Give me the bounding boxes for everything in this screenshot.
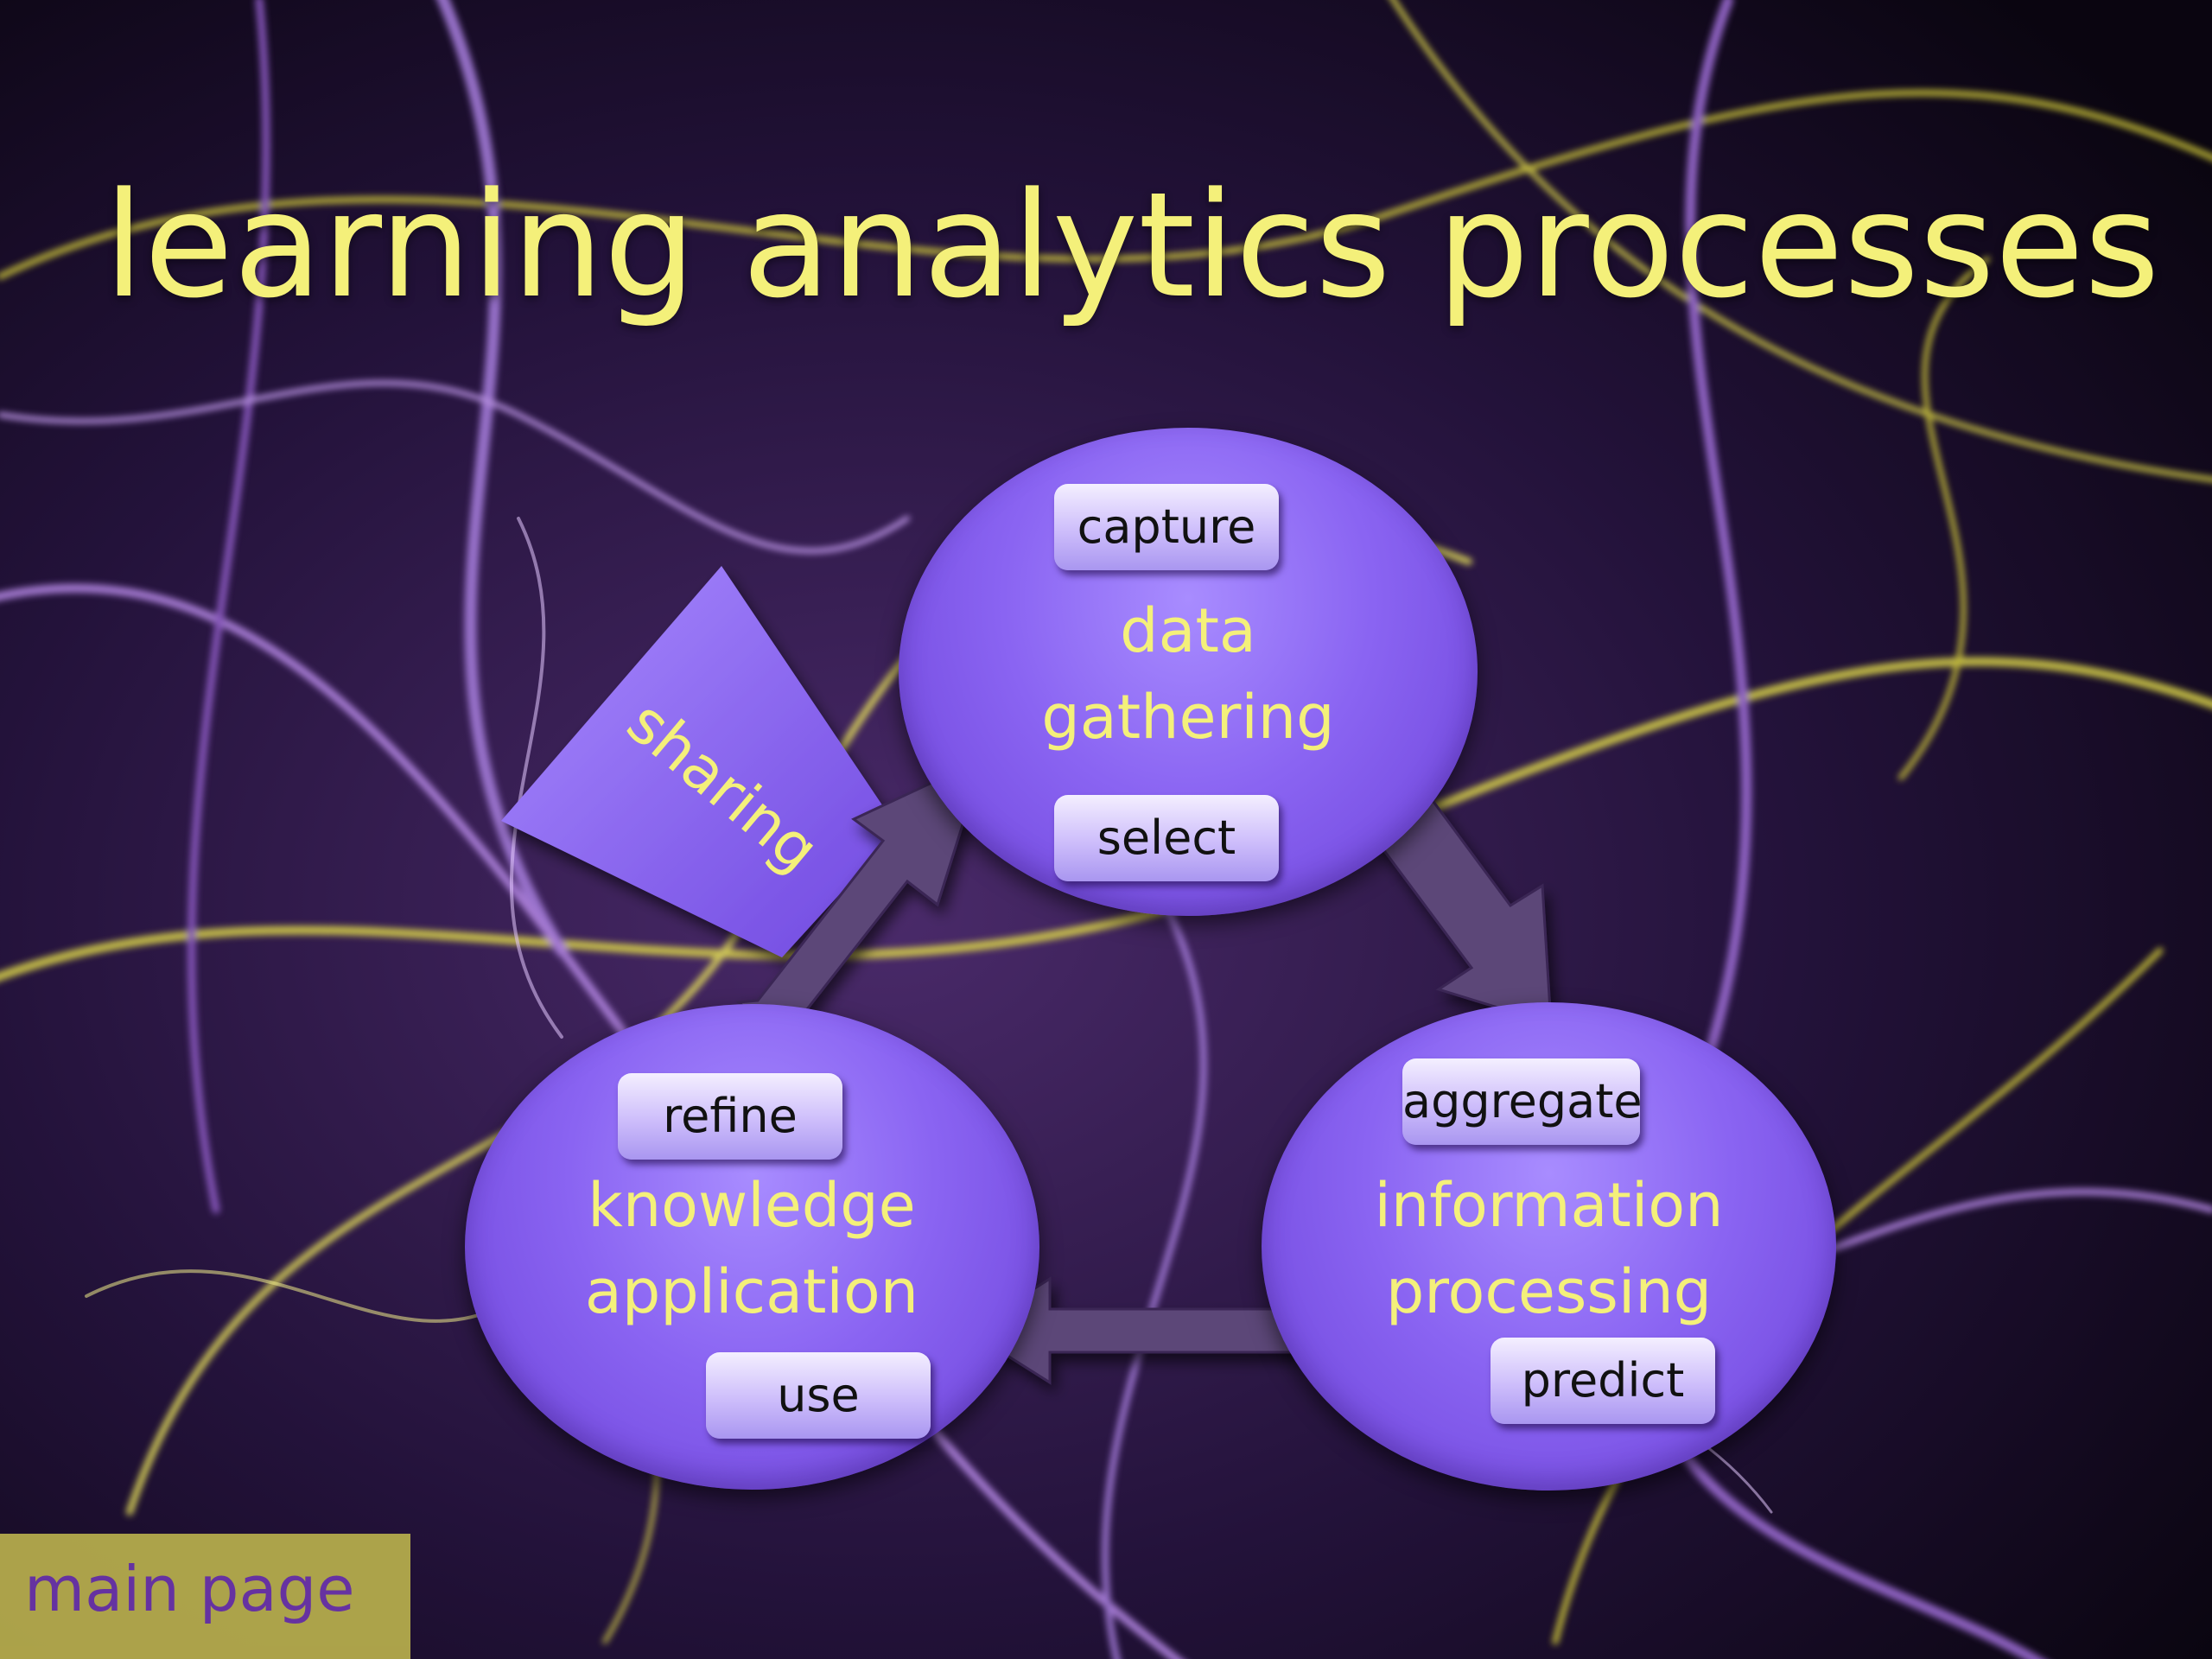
tag-capture: capture — [1054, 484, 1279, 570]
label-line: knowledge — [588, 1170, 916, 1241]
slide-title: learning analytics processes — [104, 161, 2160, 330]
node-knowledge-application-label: knowledge application — [536, 1162, 968, 1335]
tag-predict: predict — [1491, 1338, 1715, 1424]
label-line: information — [1374, 1170, 1724, 1241]
label-line: processing — [1385, 1256, 1713, 1327]
node-data-gathering-label: data gathering — [994, 588, 1382, 760]
tag-select: select — [1054, 795, 1279, 881]
main-page-button[interactable]: main page — [0, 1534, 410, 1659]
label-line: application — [584, 1256, 919, 1327]
label-line: data — [1120, 595, 1256, 666]
tag-refine: refine — [618, 1073, 842, 1160]
main-page-label: main page — [24, 1553, 355, 1625]
tag-use: use — [706, 1352, 931, 1439]
label-line: gathering — [1041, 682, 1335, 753]
sharing-triangle — [501, 566, 899, 957]
arrow-information-to-knowledge — [965, 1276, 1324, 1385]
tag-aggregate: aggregate — [1402, 1058, 1643, 1145]
node-information-processing-label: information processing — [1331, 1162, 1767, 1335]
